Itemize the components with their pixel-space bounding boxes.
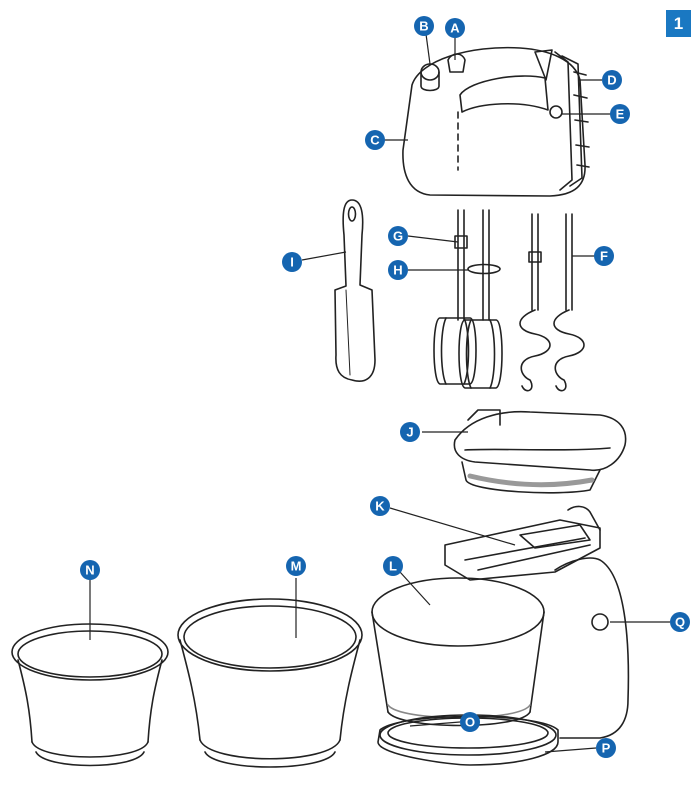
- figure-number-badge: 1: [666, 10, 691, 37]
- callout-circle: [596, 738, 616, 758]
- callout-letter: P: [602, 741, 611, 756]
- callout-o: O: [460, 712, 480, 732]
- callout-letter: N: [85, 563, 94, 578]
- callout-circle: [610, 104, 630, 124]
- callout-circle: [414, 16, 434, 36]
- callout-letter: O: [465, 715, 475, 730]
- callout-letter: F: [600, 249, 608, 264]
- callout-m: M: [286, 556, 306, 576]
- callout-circle: [286, 556, 306, 576]
- callout-letter: C: [370, 133, 380, 148]
- callout-f: F: [594, 246, 614, 266]
- mixing-bowl-M: [177, 598, 363, 768]
- callout-letter: I: [290, 255, 294, 270]
- callout-circle: [594, 246, 614, 266]
- splash-guard: [453, 409, 627, 494]
- callout-e: E: [610, 104, 630, 124]
- callout-k: K: [370, 496, 390, 516]
- callout-circle: [460, 712, 480, 732]
- callout-c: C: [365, 130, 385, 150]
- callout-h: H: [388, 260, 408, 280]
- callout-letter: J: [406, 425, 413, 440]
- spatula: [334, 199, 376, 382]
- callout-letter: G: [393, 229, 403, 244]
- mixing-bowl-L: [371, 577, 559, 766]
- callout-letter: H: [393, 263, 402, 278]
- callout-n: N: [80, 560, 100, 580]
- callout-circle: [383, 556, 403, 576]
- callout-a: A: [445, 18, 465, 38]
- callout-l: L: [383, 556, 403, 576]
- callout-letter: E: [616, 107, 625, 122]
- callout-i: I: [282, 252, 302, 272]
- mixer-stand: [444, 505, 630, 739]
- callout-circle: [388, 260, 408, 280]
- callout-j: J: [400, 422, 420, 442]
- beaters: [433, 209, 503, 389]
- callout-letter: M: [291, 559, 302, 574]
- callout-circle: [670, 612, 690, 632]
- leader-lines: [89, 33, 670, 753]
- callout-circle: [388, 226, 408, 246]
- mixing-bowl-N: [11, 623, 169, 767]
- callout-letter: D: [607, 73, 616, 88]
- hand-mixer-body: [402, 46, 590, 197]
- callout-letter: K: [375, 499, 385, 514]
- callout-circle: [400, 422, 420, 442]
- callout-circle: [80, 560, 100, 580]
- callout-letter: Q: [675, 615, 685, 630]
- callout-letter: L: [389, 559, 397, 574]
- callout-q: Q: [670, 612, 690, 632]
- callout-g: G: [388, 226, 408, 246]
- callout-letter: B: [419, 19, 428, 34]
- callout-circle: [370, 496, 390, 516]
- callout-circle: [365, 130, 385, 150]
- callout-b: B: [414, 16, 434, 36]
- callout-circle: [602, 70, 622, 90]
- callout-p: P: [596, 738, 616, 758]
- callout-circle: [445, 18, 465, 38]
- dough-hooks: [519, 213, 585, 392]
- callout-letter: A: [450, 21, 460, 36]
- callout-circle: [282, 252, 302, 272]
- callout-d: D: [602, 70, 622, 90]
